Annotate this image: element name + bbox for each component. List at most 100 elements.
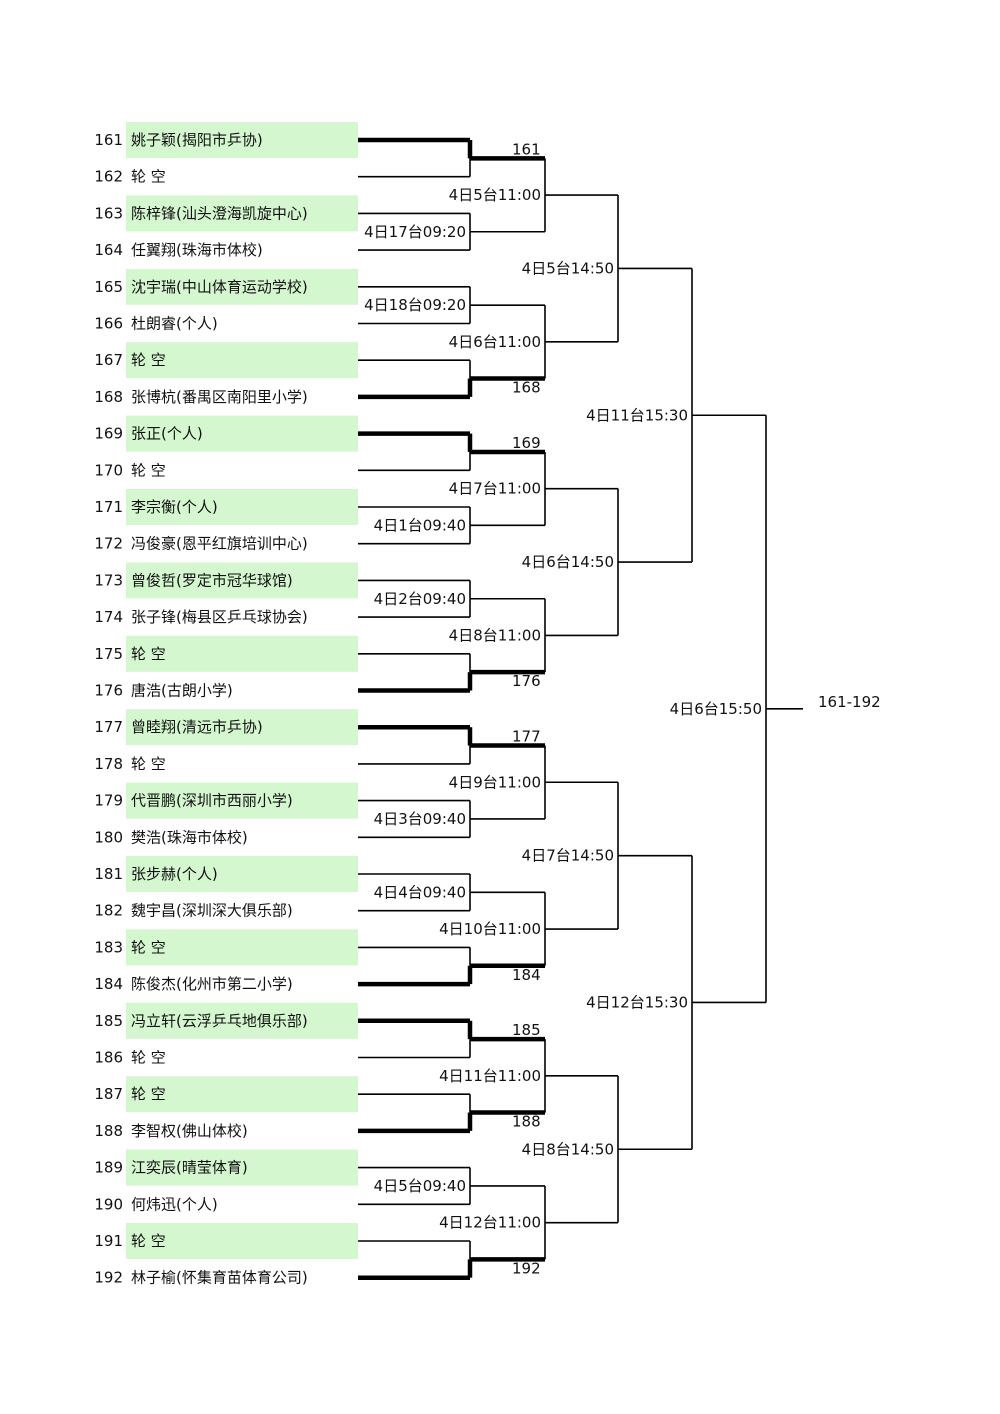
entry-backgrounds xyxy=(126,122,358,1259)
entry-name: 张正(个人) xyxy=(131,425,203,443)
entry-name: 姚子颖(揭阳市乒协) xyxy=(131,131,263,149)
entry-seed: 164 xyxy=(94,241,123,259)
advance-seed: 192 xyxy=(512,1259,541,1277)
bracket-text: 161 姚子颖(揭阳市乒协) 162 轮 空 163 陈梓锋(汕头澄海凯旋中心) 164 任翼… xyxy=(94,131,880,1287)
entry-seed: 165 xyxy=(94,278,123,296)
match-time: 4日17台09:20 xyxy=(364,223,466,241)
match-time: 4日11台11:00 xyxy=(439,1067,541,1085)
match-time: 4日5台11:00 xyxy=(449,186,541,204)
entry-highlight xyxy=(126,489,358,525)
advance-seed: 169 xyxy=(512,434,541,452)
entry-name: 唐浩(古朗小学) xyxy=(131,682,233,700)
match-time: 4日7台11:00 xyxy=(449,480,541,498)
advance-seed: 185 xyxy=(512,1021,541,1039)
advance-seed: 168 xyxy=(512,379,541,397)
entry-name: 林子榆(怀集育苗体育公司) xyxy=(131,1269,308,1287)
entry-name: 冯俊豪(恩平红旗培训中心) xyxy=(131,535,308,553)
entry-seed: 161 xyxy=(94,131,123,149)
match-time: 4日11台15:30 xyxy=(586,406,688,424)
entry-highlight xyxy=(126,195,358,232)
entry-name: 轮 空 xyxy=(131,1232,166,1250)
match-time: 4日5台09:40 xyxy=(374,1177,466,1195)
entry-name: 张博杭(番禺区南阳里小学) xyxy=(131,388,308,406)
entry-highlight xyxy=(126,268,358,305)
entry-seed: 192 xyxy=(94,1269,123,1287)
entry-seed: 172 xyxy=(94,535,123,553)
advance-seed: 184 xyxy=(512,966,541,984)
match-time: 4日2台09:40 xyxy=(374,590,466,608)
entry-name: 轮 空 xyxy=(131,1049,166,1067)
entry-highlight xyxy=(126,709,358,746)
match-time: 4日5台14:50 xyxy=(522,259,614,277)
entry-name: 张步赫(个人) xyxy=(131,865,218,883)
match-time: 4日6台15:50 xyxy=(670,700,762,718)
entry-seed: 166 xyxy=(94,315,123,333)
entry-seed: 162 xyxy=(94,168,123,186)
match-time: 4日3台09:40 xyxy=(374,810,466,828)
entry-highlight xyxy=(126,929,358,966)
match-time: 4日10台11:00 xyxy=(439,920,541,938)
entry-name: 曾俊哲(罗定市冠华球馆) xyxy=(131,571,293,589)
entry-seed: 176 xyxy=(94,682,123,700)
advance-seed: 188 xyxy=(512,1113,541,1131)
entry-name: 冯立轩(云浮乒乓地俱乐部) xyxy=(131,1012,308,1030)
match-time: 4日7台14:50 xyxy=(522,847,614,865)
entry-name: 魏宇昌(深圳深大俱乐部) xyxy=(131,902,293,920)
entry-name: 樊浩(珠海市体校) xyxy=(131,828,248,846)
entry-seed: 175 xyxy=(94,645,123,663)
entry-highlight xyxy=(126,1149,358,1186)
entry-seed: 163 xyxy=(94,204,123,222)
advance-seed: 161 xyxy=(512,140,541,158)
entry-highlight xyxy=(126,122,358,158)
entry-name: 江奕辰(晴莹体育) xyxy=(131,1159,248,1177)
entry-highlight xyxy=(126,1223,358,1259)
entry-seed: 181 xyxy=(94,865,123,883)
entry-seed: 167 xyxy=(94,351,123,369)
entry-name: 任翼翔(珠海市体校) xyxy=(131,241,263,259)
match-time: 4日1台09:40 xyxy=(374,516,466,534)
match-time: 4日18台09:20 xyxy=(364,296,466,314)
entry-highlight xyxy=(126,562,358,599)
entry-name: 李智权(佛山体校) xyxy=(131,1122,248,1140)
entry-seed: 168 xyxy=(94,388,123,406)
entry-name: 沈宇瑞(中山体育运动学校) xyxy=(131,278,308,296)
entry-highlight xyxy=(126,1002,358,1039)
entry-name: 陈梓锋(汕头澄海凯旋中心) xyxy=(131,204,308,222)
entry-seed: 185 xyxy=(94,1012,123,1030)
match-time: 4日4台09:40 xyxy=(374,883,466,901)
entry-seed: 170 xyxy=(94,461,123,479)
entry-highlight xyxy=(126,342,358,379)
entry-highlight xyxy=(126,856,358,892)
entry-name: 杜朗睿(个人) xyxy=(131,315,218,333)
entry-highlight xyxy=(126,415,358,452)
entry-seed: 190 xyxy=(94,1195,123,1213)
entry-name: 张子锋(梅县区乒乓球协会) xyxy=(131,608,308,626)
entry-name: 轮 空 xyxy=(131,1085,166,1103)
match-time: 4日8台14:50 xyxy=(522,1140,614,1158)
entry-seed: 184 xyxy=(94,975,123,993)
match-time: 4日6台11:00 xyxy=(449,333,541,351)
entry-seed: 169 xyxy=(94,425,123,443)
entry-seed: 178 xyxy=(94,755,123,773)
entry-name: 轮 空 xyxy=(131,645,166,663)
entry-seed: 173 xyxy=(94,571,123,589)
entry-name: 何炜迅(个人) xyxy=(131,1195,218,1213)
entry-name: 李宗衡(个人) xyxy=(131,498,218,516)
entry-seed: 171 xyxy=(94,498,123,516)
entry-seed: 174 xyxy=(94,608,123,626)
entry-highlight xyxy=(126,635,358,672)
entry-seed: 189 xyxy=(94,1159,123,1177)
final-slot-label: 161-192 xyxy=(818,693,881,711)
match-time: 4日6台14:50 xyxy=(522,553,614,571)
entry-seed: 183 xyxy=(94,938,123,956)
entry-name: 代晋鹏(深圳市西丽小学) xyxy=(131,792,293,810)
entry-seed: 179 xyxy=(94,792,123,810)
entry-name: 曾睦翔(清远市乒协) xyxy=(131,718,263,736)
entry-name: 陈俊杰(化州市第二小学) xyxy=(131,975,293,993)
entry-seed: 177 xyxy=(94,718,123,736)
entry-seed: 180 xyxy=(94,828,123,846)
entry-seed: 187 xyxy=(94,1085,123,1103)
entry-name: 轮 空 xyxy=(131,168,166,186)
advance-seed: 177 xyxy=(512,728,541,746)
